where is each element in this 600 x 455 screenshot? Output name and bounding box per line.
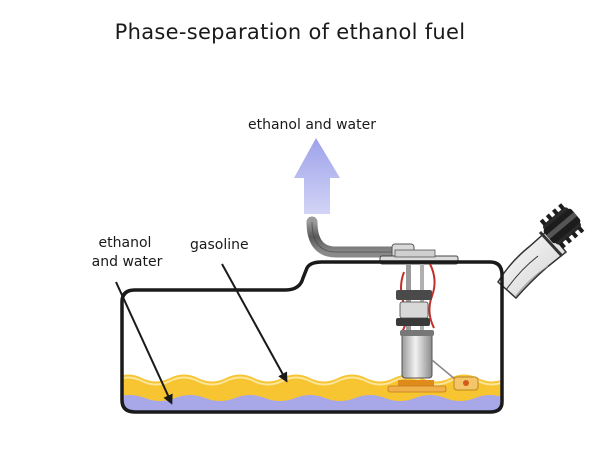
liquid-layers (122, 374, 502, 412)
escaping-vapor-label: ethanol and water (247, 117, 376, 133)
bottom-layer-label-line1: ethanol (98, 235, 152, 251)
fuel-cap-icon (539, 203, 585, 249)
rising-arrow (294, 138, 340, 214)
filler-neck (497, 228, 568, 300)
pointer-gasoline (221, 263, 288, 383)
fuel-pump (379, 249, 479, 393)
pointer-ethanol-water (115, 281, 173, 405)
bottom-layer-label-line2: and water (91, 254, 163, 270)
gasoline-layer-label: gasoline (190, 237, 249, 253)
fuel-tank (120, 260, 504, 414)
diagram-title: Phase-separation of ethanol fuel (114, 20, 466, 44)
